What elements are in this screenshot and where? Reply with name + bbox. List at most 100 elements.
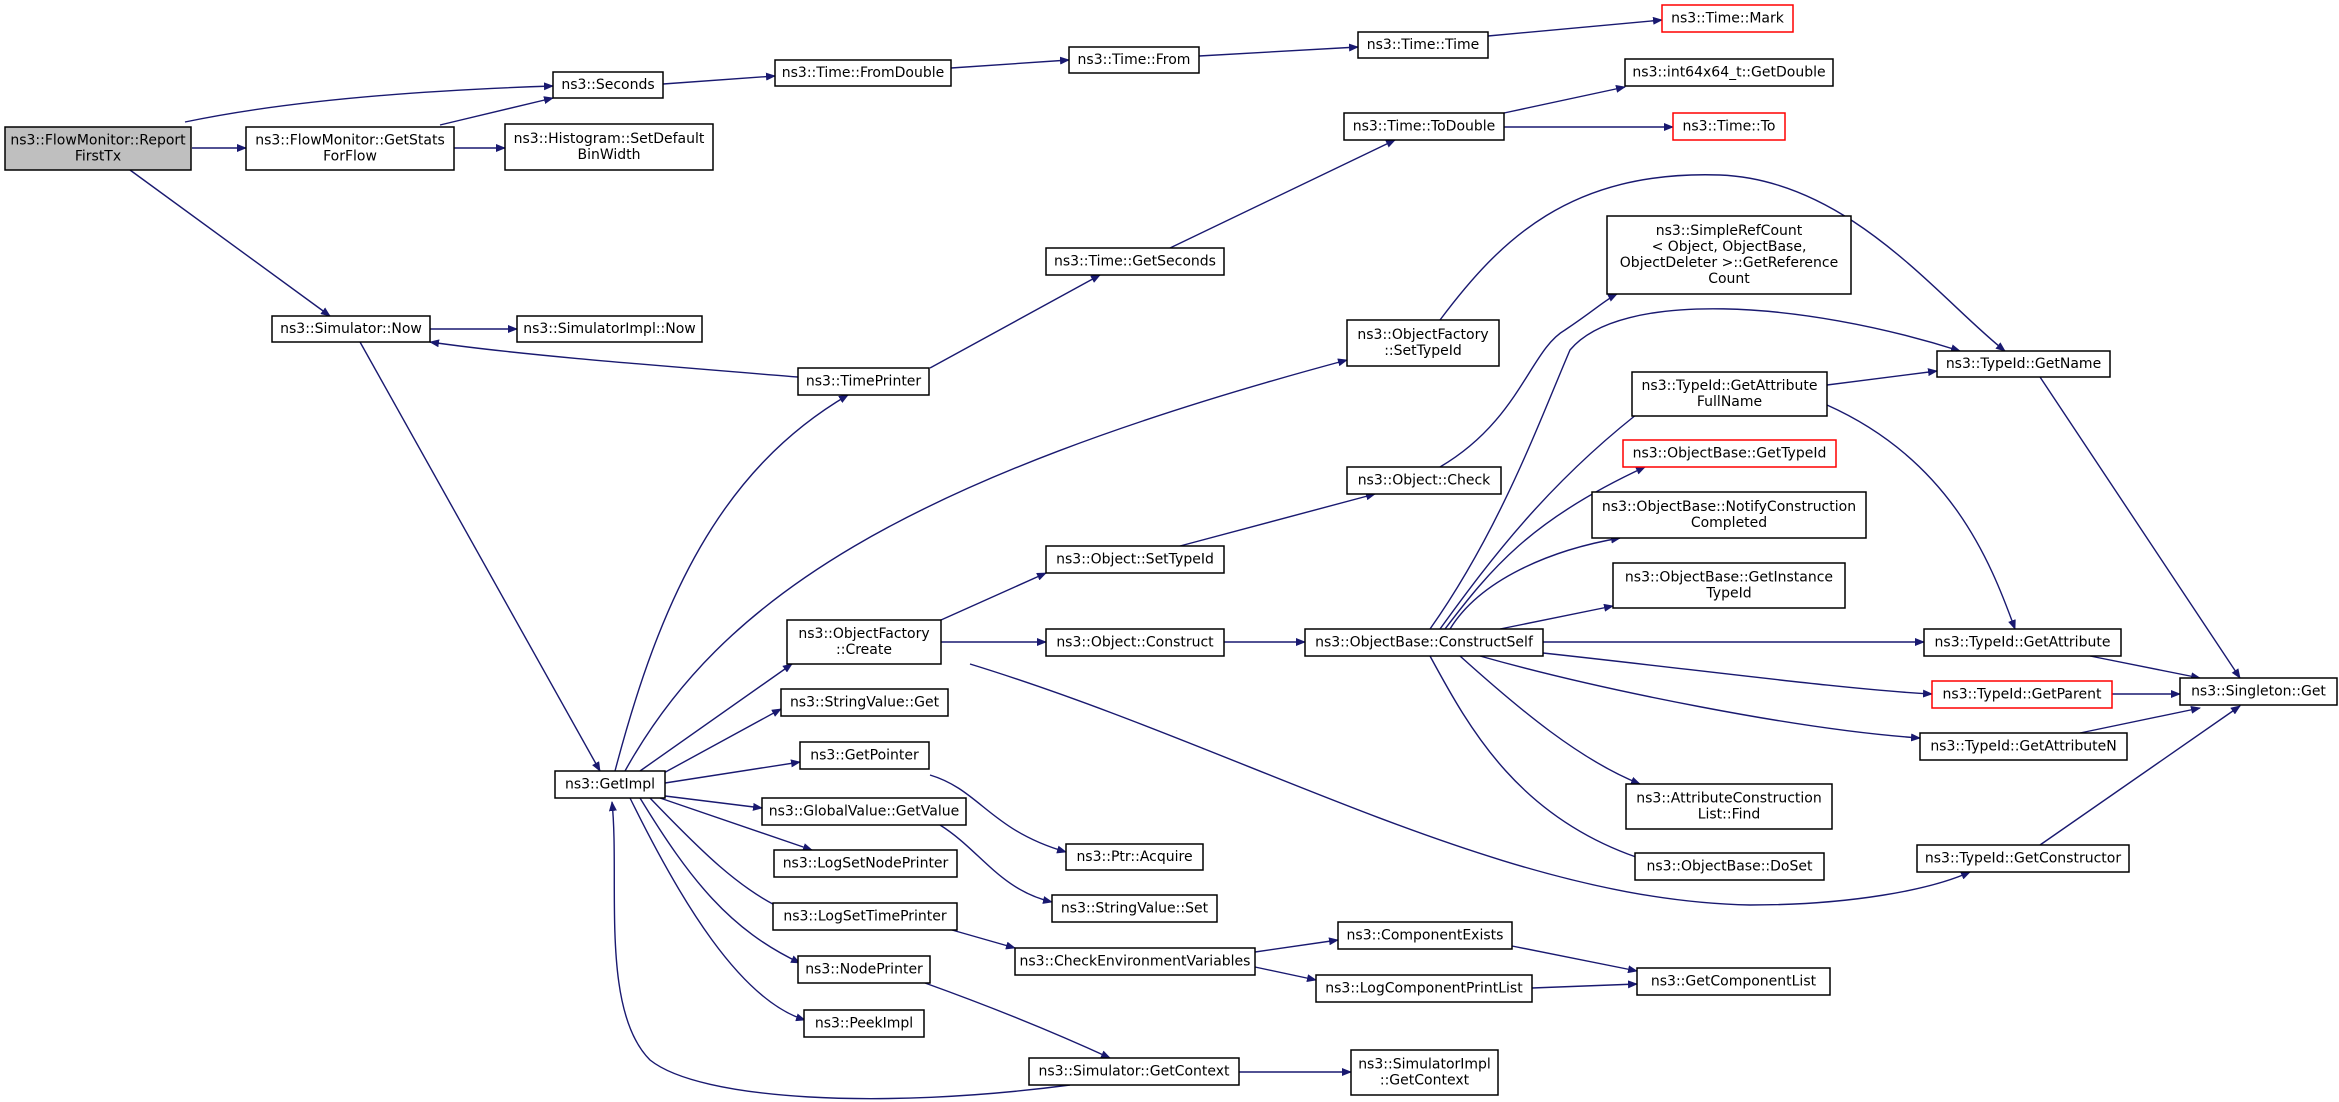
node-logsettimeprinter[interactable]: ns3::LogSetTimePrinter <box>772 902 958 931</box>
node-label: ::GetContext <box>1380 1073 1470 1089</box>
node-box <box>1337 921 1513 950</box>
edge-checkenv-to-logcompprintlist <box>1254 966 1317 983</box>
node-label: ns3::Histogram::SetDefault <box>514 131 705 147</box>
edge-report-to-simnow <box>129 169 331 317</box>
node-label: ns3::GetPointer <box>810 748 919 764</box>
node-simimplgetcontext[interactable]: ns3::SimulatorImpl::GetContext <box>1350 1049 1499 1096</box>
node-getseconds[interactable]: ns3::Time::GetSeconds <box>1045 247 1225 276</box>
edge-obconstructself-to-obdoset <box>1429 655 1646 862</box>
node-box <box>1051 894 1218 923</box>
node-box <box>799 741 930 770</box>
node-box <box>1919 732 2128 761</box>
node-objcheck[interactable]: ns3::Object::Check <box>1346 466 1502 495</box>
node-label: ns3::SimulatorImpl::Now <box>523 321 696 337</box>
node-fromdouble[interactable]: ns3::Time::FromDouble <box>774 59 952 87</box>
node-label: Count <box>1708 271 1750 287</box>
node-box <box>1343 112 1505 141</box>
node-obdoset[interactable]: ns3::ObjectBase::DoSet <box>1634 852 1825 881</box>
node-simgetcontext[interactable]: ns3::Simulator::GetContext <box>1028 1057 1240 1086</box>
node-singletonget[interactable]: ns3::Singleton::Get <box>2179 677 2338 706</box>
node-box <box>4 126 192 171</box>
node-tidgetconstructor[interactable]: ns3::TypeId::GetConstructor <box>1916 844 2130 873</box>
node-box <box>1045 247 1225 276</box>
node-box <box>803 1009 925 1038</box>
node-obgettypeid[interactable]: ns3::ObjectBase::GetTypeId <box>1622 439 1837 468</box>
node-peekimpl[interactable]: ns3::PeekImpl <box>803 1009 925 1038</box>
node-ptracquire[interactable]: ns3::Ptr::Acquire <box>1065 843 1204 871</box>
node-tidgetattrn[interactable]: ns3::TypeId::GetAttributeN <box>1919 732 2128 761</box>
node-timeprinter[interactable]: ns3::TimePrinter <box>797 367 930 396</box>
edge-getimpl-to-factcreate <box>639 663 793 772</box>
node-box <box>1591 491 1867 539</box>
node-factcreate[interactable]: ns3::ObjectFactory::Create <box>786 619 942 665</box>
node-todouble[interactable]: ns3::Time::ToDouble <box>1343 112 1505 141</box>
node-box <box>1636 967 1831 996</box>
node-label: TypeId <box>1705 586 1751 602</box>
edge-obconstructself-to-tidgetattrfullname <box>1439 403 1651 630</box>
node-box <box>761 797 967 826</box>
node-simrefcount[interactable]: ns3::SimpleRefCount< Object, ObjectBase,… <box>1606 215 1852 295</box>
node-box <box>797 367 930 396</box>
node-int64getdouble[interactable]: ns3::int64x64_t::GetDouble <box>1624 58 1834 87</box>
node-label: ns3::TypeId::GetName <box>1946 356 2101 372</box>
node-label: ns3::ObjectBase::DoSet <box>1647 859 1813 875</box>
edge-factsettypeid-to-tidgetname <box>1439 174 2006 352</box>
edge-simgetcontext-to-getimpl <box>608 801 1071 1100</box>
node-label: ns3::Time::To <box>1683 119 1776 135</box>
node-obconstructself[interactable]: ns3::ObjectBase::ConstructSelf <box>1304 628 1544 657</box>
node-box <box>1068 46 1200 74</box>
node-getcomponentlist[interactable]: ns3::GetComponentList <box>1636 967 1831 996</box>
node-label: ns3::Object::Check <box>1358 473 1491 489</box>
node-seconds[interactable]: ns3::Seconds <box>552 71 664 99</box>
edge-objcheck-to-simrefcount <box>1439 293 1618 468</box>
node-componentexists[interactable]: ns3::ComponentExists <box>1337 921 1513 950</box>
node-box <box>504 123 714 171</box>
node-box <box>1014 947 1256 976</box>
node-simimplnow[interactable]: ns3::SimulatorImpl::Now <box>516 315 703 343</box>
node-label: ns3::Simulator::GetContext <box>1038 1064 1230 1080</box>
node-box <box>1304 628 1544 657</box>
node-label: ns3::SimulatorImpl <box>1358 1057 1491 1073</box>
node-getimpl[interactable]: ns3::GetImpl <box>554 770 666 799</box>
edge-obconstructself-to-attrconstrfind <box>1459 655 1641 785</box>
node-label: ns3::ObjectBase::GetInstance <box>1625 570 1833 586</box>
node-stringset[interactable]: ns3::StringValue::Set <box>1051 894 1218 923</box>
node-label: ns3::StringValue::Get <box>790 695 940 711</box>
node-nodeprinter[interactable]: ns3::NodePrinter <box>797 955 931 984</box>
node-label: ns3::GetComponentList <box>1651 974 1817 990</box>
node-getpointer[interactable]: ns3::GetPointer <box>799 741 930 770</box>
node-logcompprintlist[interactable]: ns3::LogComponentPrintList <box>1315 974 1533 1003</box>
edge-getimpl-to-timeprinter <box>614 394 849 772</box>
node-label: ns3::LogComponentPrintList <box>1325 981 1523 997</box>
node-objsettypeid[interactable]: ns3::Object::SetTypeId <box>1045 545 1225 574</box>
node-logsetnodeprinter[interactable]: ns3::LogSetNodePrinter <box>773 849 958 878</box>
node-stringget[interactable]: ns3::StringValue::Get <box>780 688 949 717</box>
node-factsettypeid[interactable]: ns3::ObjectFactory::SetTypeId <box>1346 319 1500 367</box>
node-label: ns3::ObjectFactory <box>798 626 929 642</box>
edge-timeprinter-to-simnow <box>429 339 799 378</box>
node-label: ns3::CheckEnvironmentVariables <box>1020 954 1251 970</box>
node-objconstruct[interactable]: ns3::Object::Construct <box>1045 628 1225 657</box>
node-simnow[interactable]: ns3::Simulator::Now <box>271 315 431 343</box>
node-tidgetname[interactable]: ns3::TypeId::GetName <box>1936 350 2111 378</box>
node-obnotify[interactable]: ns3::ObjectBase::NotifyConstructionCompl… <box>1591 491 1867 539</box>
node-timemark[interactable]: ns3::Time::Mark <box>1661 4 1794 33</box>
node-label: ns3::ComponentExists <box>1347 928 1504 944</box>
node-tidgetattr[interactable]: ns3::TypeId::GetAttribute <box>1923 628 2122 657</box>
node-checkenv[interactable]: ns3::CheckEnvironmentVariables <box>1014 947 1256 976</box>
node-timetime[interactable]: ns3::Time::Time <box>1357 31 1489 59</box>
node-box <box>772 902 958 931</box>
node-box <box>1631 371 1828 417</box>
node-timeto[interactable]: ns3::Time::To <box>1672 112 1786 141</box>
edge-todouble-to-int64getdouble <box>1503 84 1626 114</box>
node-tidgetparent[interactable]: ns3::TypeId::GetParent <box>1931 680 2113 709</box>
node-globalgetvalue[interactable]: ns3::GlobalValue::GetValue <box>761 797 967 826</box>
node-timefrom[interactable]: ns3::Time::From <box>1068 46 1200 74</box>
